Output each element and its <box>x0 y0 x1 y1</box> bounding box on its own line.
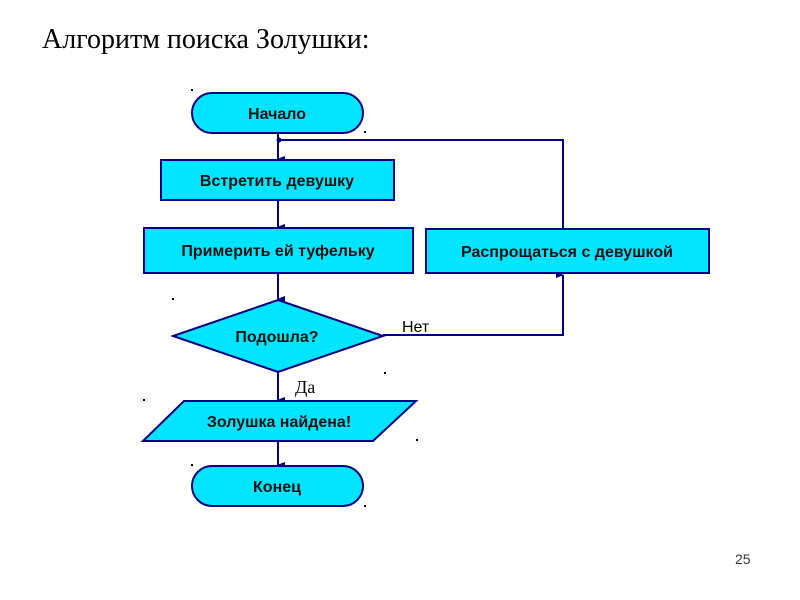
node-meet: Встретить девушку <box>160 159 395 201</box>
edge-label-yes: Да <box>295 377 315 397</box>
loop-junction <box>276 137 282 143</box>
node-found-label: Золушка найдена! <box>207 414 351 431</box>
edge-farewell-loop <box>280 139 564 228</box>
node-start: Начало <box>191 92 364 134</box>
node-start-label: Начало <box>248 106 306 123</box>
node-farewell: Распрощаться с девушкой <box>425 228 710 274</box>
node-end: Конец <box>191 465 364 507</box>
node-found: Золушка найдена! <box>140 400 419 442</box>
node-meet-label: Встретить девушку <box>200 173 354 190</box>
node-try-shoe-label: Примерить ей туфельку <box>181 243 374 260</box>
slide-title: Алгоритм поиска Золушки: <box>42 24 370 55</box>
decorative-dots <box>143 89 418 507</box>
edge-decision-farewell <box>383 272 564 336</box>
node-try-shoe: Примерить ей туфельку <box>143 227 414 274</box>
node-decision: Подошла? <box>169 298 387 374</box>
edge-label-no: Нет <box>402 319 430 336</box>
node-decision-label: Подошла? <box>235 329 318 346</box>
node-farewell-label: Распрощаться с девушкой <box>461 244 673 261</box>
page-number: 25 <box>735 551 751 567</box>
node-end-label: Конец <box>253 479 301 496</box>
